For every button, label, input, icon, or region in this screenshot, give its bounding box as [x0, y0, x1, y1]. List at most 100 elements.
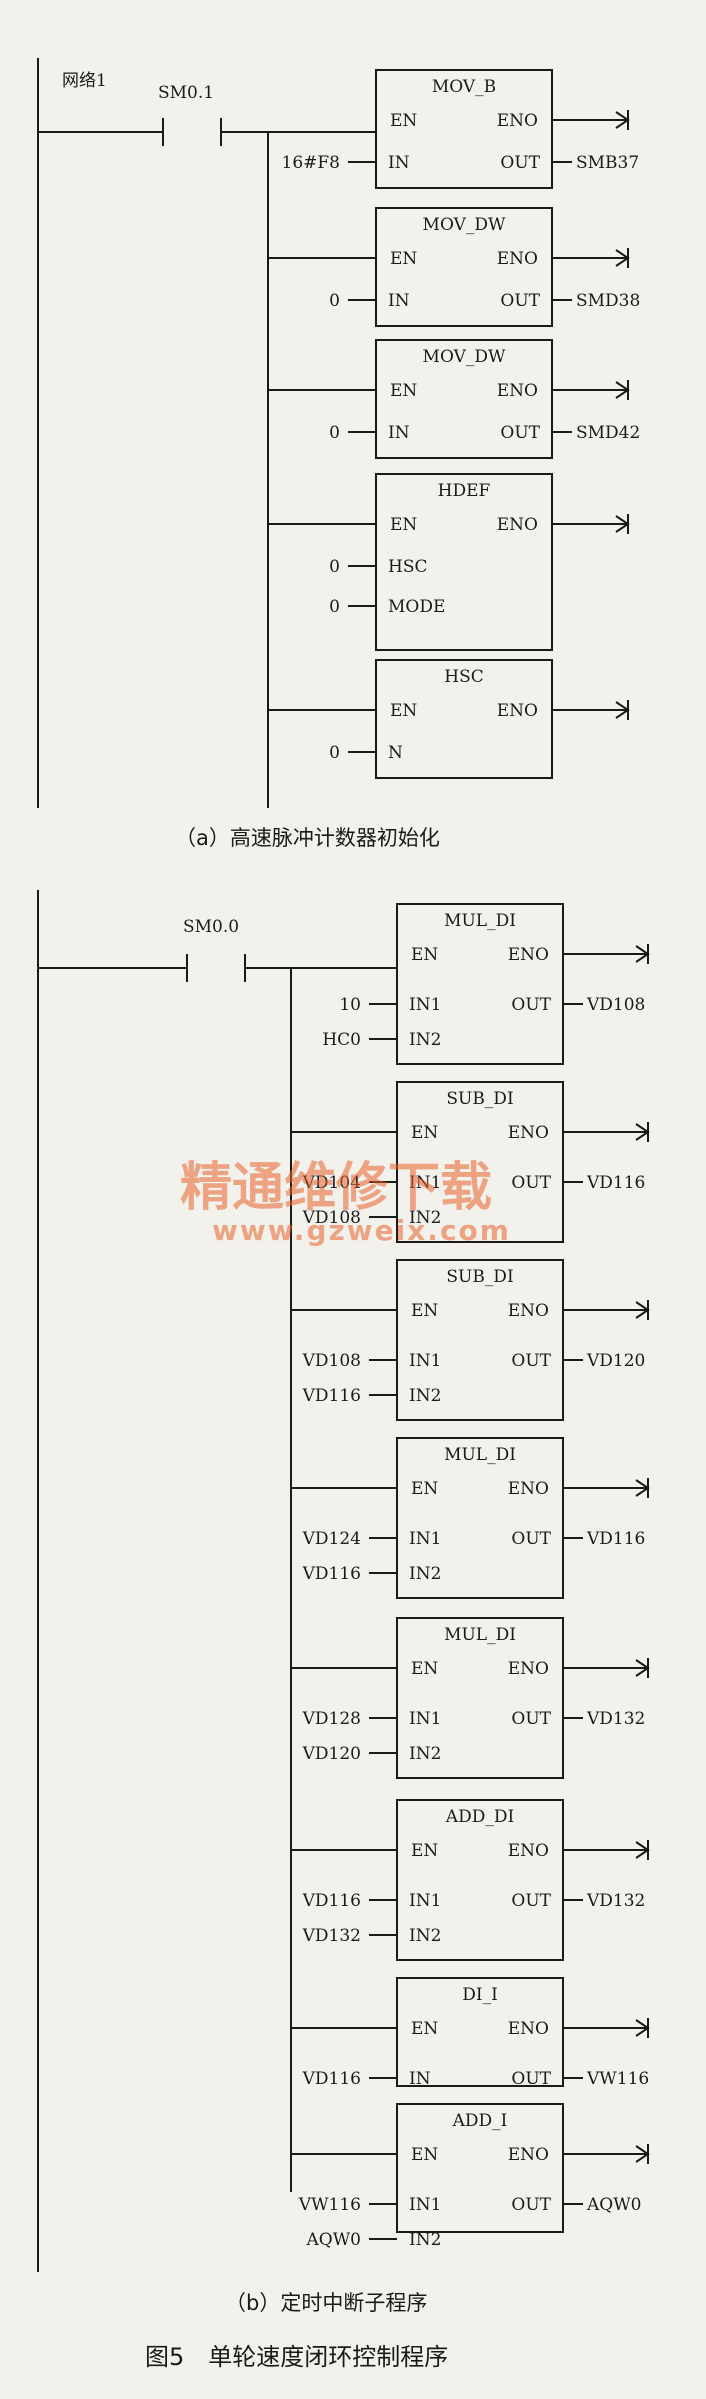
pin-eno: ENO: [508, 1479, 549, 1499]
pin-out: OUT: [511, 995, 551, 1015]
caption-a: （a）高速脉冲计数器初始化: [175, 826, 440, 850]
block-box: [396, 1437, 564, 1599]
block-box: [375, 473, 553, 651]
input-operand: 16#F8: [282, 153, 341, 173]
eno-coil-arrow: [635, 2144, 650, 2164]
pin-in2: IN2: [409, 2230, 441, 2250]
block-box: [396, 1617, 564, 1779]
block-title: MOV_B: [432, 77, 496, 97]
output-operand: VD120: [586, 1351, 645, 1371]
input-operand: VD120: [302, 1744, 361, 1764]
block-title: MUL_DI: [444, 1625, 516, 1645]
block-box: [396, 1081, 564, 1243]
block-title: HSC: [444, 667, 483, 687]
pin-eno: ENO: [508, 1301, 549, 1321]
input-operand: VD124: [302, 1529, 361, 1549]
pin-out: OUT: [511, 1891, 551, 1911]
output-operand: VD132: [586, 1891, 645, 1911]
pin-in1: IN1: [409, 2195, 441, 2215]
pin-eno: ENO: [508, 2019, 549, 2039]
eno-coil-arrow: [615, 380, 630, 400]
pin-en: EN: [390, 701, 417, 721]
block-title: MOV_DW: [423, 347, 506, 367]
output-operand: SMD38: [576, 291, 640, 311]
pin-in2: IN2: [409, 1208, 441, 1228]
eno-coil-arrow: [635, 1658, 650, 1678]
block-title: SUB_DI: [446, 1267, 513, 1287]
pin-in: IN: [388, 423, 410, 443]
input-operand: VD116: [302, 1564, 361, 1584]
block-title: MUL_DI: [444, 911, 516, 931]
pin-out: OUT: [500, 153, 540, 173]
block-title: MUL_DI: [444, 1445, 516, 1465]
output-operand: VW116: [586, 2069, 649, 2089]
input-operand: VD132: [302, 1926, 361, 1946]
output-operand: VD116: [586, 1173, 645, 1193]
pin-eno: ENO: [508, 1123, 549, 1143]
input-operand: AQW0: [305, 2230, 361, 2250]
pin-en: EN: [411, 1123, 438, 1143]
figure-caption: 图5 单轮速度闭环控制程序: [145, 2343, 448, 2371]
input-operand: VW116: [298, 2195, 361, 2215]
pin-in1: IN1: [409, 1173, 441, 1193]
block-box: [396, 2103, 564, 2233]
contact-sm01-label: SM0.1: [158, 83, 214, 103]
output-operand: SMD42: [576, 423, 640, 443]
output-operand: VD132: [586, 1709, 645, 1729]
pin-eno: ENO: [497, 701, 538, 721]
pin-eno: ENO: [497, 515, 538, 535]
pin-en: EN: [390, 381, 417, 401]
pin-en: EN: [411, 1479, 438, 1499]
pin-eno: ENO: [497, 111, 538, 131]
block-box: [396, 1977, 564, 2087]
output-operand: AQW0: [586, 2195, 642, 2215]
pin-en: EN: [411, 2019, 438, 2039]
network-b: [37, 890, 397, 2272]
block-title: DI_I: [462, 1985, 498, 2005]
pin-in2: IN2: [409, 1564, 441, 1584]
eno-coil-arrow: [635, 1300, 650, 1320]
pin-n: N: [388, 743, 403, 763]
eno-coil-arrow: [615, 700, 630, 720]
block-box: [396, 903, 564, 1065]
pin-out: OUT: [511, 1173, 551, 1193]
block-title: HDEF: [438, 481, 491, 501]
pin-hsc: HSC: [388, 557, 427, 577]
input-operand: VD104: [302, 1173, 361, 1193]
block-title: ADD_I: [452, 2111, 508, 2131]
pin-in2: IN2: [409, 1030, 441, 1050]
network-label: 网络1: [62, 71, 107, 91]
input-operand: VD116: [302, 1891, 361, 1911]
pin-in: IN: [388, 291, 410, 311]
input-operand: VD116: [302, 2069, 361, 2089]
block-box: [396, 1799, 564, 1961]
eno-coil-arrow: [615, 110, 630, 130]
block-title: MOV_DW: [423, 215, 506, 235]
pin-out: OUT: [511, 2195, 551, 2215]
input-operand: VD108: [302, 1351, 361, 1371]
input-operand: 0: [329, 423, 340, 443]
contact-sm00-label: SM0.0: [183, 917, 239, 937]
pin-out: OUT: [511, 2069, 551, 2089]
eno-coil-arrow: [635, 1122, 650, 1142]
watermark-text: 精通维修下载: [180, 1158, 492, 1218]
input-operand: 0: [329, 291, 340, 311]
pin-in1: IN1: [409, 1529, 441, 1549]
eno-coil-arrow: [615, 514, 630, 534]
block-box: [396, 1259, 564, 1421]
pin-en: EN: [411, 1301, 438, 1321]
pin-eno: ENO: [508, 1841, 549, 1861]
output-operand: VD108: [586, 995, 645, 1015]
input-operand: VD108: [302, 1208, 361, 1228]
pin-in2: IN2: [409, 1926, 441, 1946]
pin-en: EN: [390, 515, 417, 535]
